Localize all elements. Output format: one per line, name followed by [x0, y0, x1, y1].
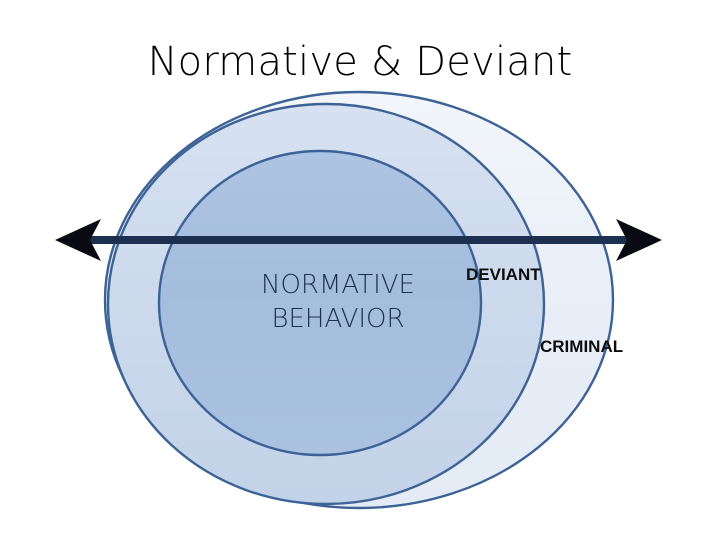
arrow-head-left	[55, 219, 101, 261]
arrow-head-right	[616, 219, 662, 261]
label-criminal: CRIMINAL	[540, 337, 624, 356]
label-normative-line1: NORMATIVE	[261, 270, 415, 300]
page-title: Normative & Deviant	[147, 39, 573, 85]
label-deviant: DEVIANT	[466, 265, 541, 284]
inner-ellipse-normative	[157, 149, 483, 457]
label-normative-line2: BEHAVIOR	[271, 304, 405, 334]
label-normative-behavior: NORMATIVE BEHAVIOR	[248, 268, 428, 336]
arrow-shaft	[83, 236, 634, 244]
